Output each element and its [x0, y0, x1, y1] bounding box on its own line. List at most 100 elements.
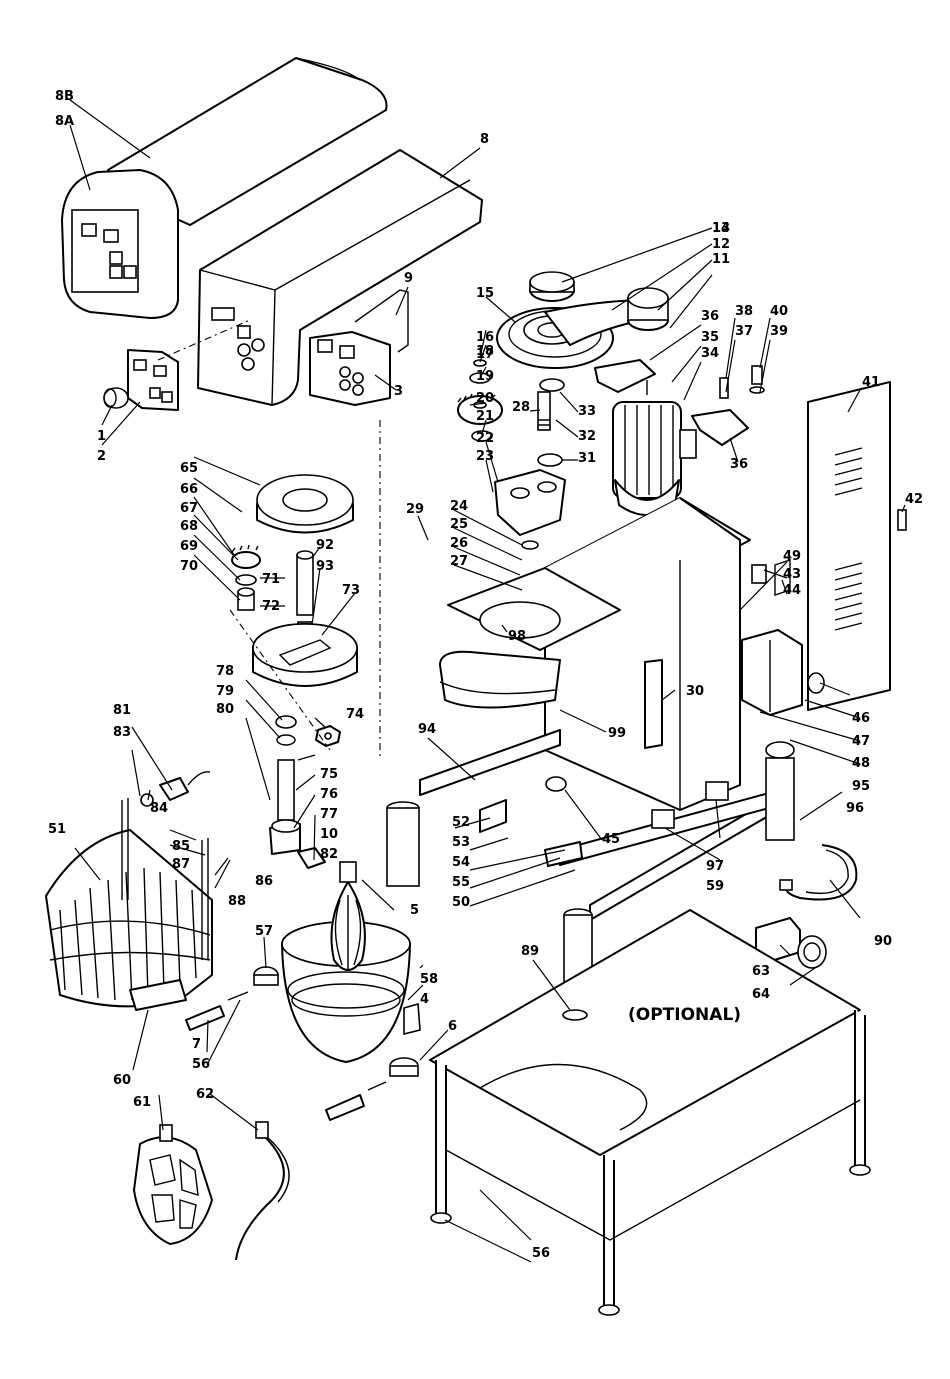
stand-90: [429, 909, 871, 1316]
callout-22: 22: [476, 431, 494, 446]
seal-78-79: [275, 715, 297, 746]
motor-pulley-12: [627, 287, 669, 331]
callout-14: 14: [712, 221, 730, 236]
callout-82: 82: [320, 847, 338, 862]
callout-7: 7: [192, 1037, 201, 1052]
planetary-head-73: [252, 623, 358, 687]
callout-30: 30: [686, 684, 704, 699]
callout-58: 58: [420, 972, 438, 987]
callout-95: 95: [852, 779, 870, 794]
callout-98: 98: [508, 629, 526, 644]
callout-59: 59: [706, 879, 724, 894]
collar-5: [253, 966, 279, 986]
optional-label: (OPTIONAL): [628, 1005, 741, 1025]
motor-bracket-36: [594, 359, 656, 393]
callout-36: 36: [701, 309, 719, 324]
callout-45: 45: [602, 832, 620, 847]
plate-30: [644, 659, 663, 749]
callout-50: 50: [452, 895, 470, 910]
control-label-2: [127, 349, 179, 411]
pinion-32: [537, 391, 551, 431]
callout-48: 48: [852, 756, 870, 771]
gear-housing-22: [494, 469, 566, 536]
callout-72: 72: [262, 599, 280, 614]
callout-6: 6: [448, 1019, 457, 1034]
callout-25: 25: [450, 517, 468, 532]
callout-26: 26: [450, 536, 468, 551]
callout-64: 64: [752, 987, 770, 1002]
callout-90: 90: [874, 934, 892, 949]
switch-box-47: [741, 629, 803, 716]
callout-42: 42: [905, 492, 923, 507]
callout-88: 88: [228, 894, 246, 909]
callout-32: 32: [578, 429, 596, 444]
callout-97: 97: [706, 859, 724, 874]
callout-86: 86: [255, 874, 273, 889]
callout-12: 12: [712, 237, 730, 252]
callout-1: 1: [97, 429, 106, 444]
callout-10: 10: [320, 827, 338, 842]
callout-62: 62: [196, 1087, 214, 1102]
switch-63: [797, 935, 827, 969]
hose-64: [779, 844, 858, 901]
bracket-43-44: [751, 559, 791, 596]
callout-63: 63: [752, 964, 770, 979]
callout-29: 29: [406, 502, 424, 517]
callout-56: 56: [532, 1246, 550, 1261]
bolt-4b: [325, 1081, 387, 1121]
callout-71: 71: [262, 572, 280, 587]
head-housing-8: [197, 149, 483, 406]
nut-74: [315, 725, 341, 747]
callout-4: 4: [420, 992, 429, 1007]
center-line: [157, 319, 381, 760]
gear-20: [457, 392, 503, 425]
callout-76: 76: [320, 787, 338, 802]
head-cover-8b: [107, 57, 388, 226]
callout-34: 34: [701, 346, 719, 361]
planetary-cover-65: [256, 474, 354, 534]
callout-75: 75: [320, 767, 338, 782]
callout-68: 68: [180, 519, 198, 534]
callout-78: 78: [216, 664, 234, 679]
callout-15: 15: [476, 286, 494, 301]
callout-73: 73: [342, 583, 360, 598]
callout-96: 96: [846, 801, 864, 816]
callout-60: 60: [113, 1073, 131, 1088]
callout-93: 93: [316, 559, 334, 574]
callout-46: 46: [852, 711, 870, 726]
callout-84: 84: [150, 801, 168, 816]
callout-5: 5: [410, 903, 419, 918]
callout-94: 94: [418, 722, 436, 737]
callout-9: 9: [404, 271, 413, 286]
callout-8A: 8A: [55, 114, 74, 129]
callout-53: 53: [452, 835, 470, 850]
callout-2: 2: [97, 449, 106, 464]
callout-92: 92: [316, 538, 334, 553]
callout-61: 61: [133, 1095, 151, 1110]
lever-10: [297, 847, 326, 869]
callout-41: 41: [862, 375, 880, 390]
callout-52: 52: [452, 815, 470, 830]
callout-79: 79: [216, 684, 234, 699]
callout-16: 16: [476, 330, 494, 345]
bearings-31-33: [537, 378, 565, 467]
callout-20: 20: [476, 391, 494, 406]
callout-33: 33: [578, 404, 596, 419]
bracket-36b: [691, 409, 749, 446]
callout-28: 28: [512, 400, 530, 415]
callout-23: 23: [476, 449, 494, 464]
callout-83: 83: [113, 725, 131, 740]
callout-31: 31: [578, 451, 596, 466]
callout-35: 35: [701, 330, 719, 345]
callout-43: 43: [783, 567, 801, 582]
bowl-support-98: [439, 650, 561, 709]
callout-99: 99: [608, 726, 626, 741]
back-plate-9: [354, 289, 409, 353]
knob-1: [103, 387, 129, 409]
callout-37: 37: [735, 324, 753, 339]
control-panel-3: [309, 331, 391, 406]
callout-56: 56: [192, 1057, 210, 1072]
